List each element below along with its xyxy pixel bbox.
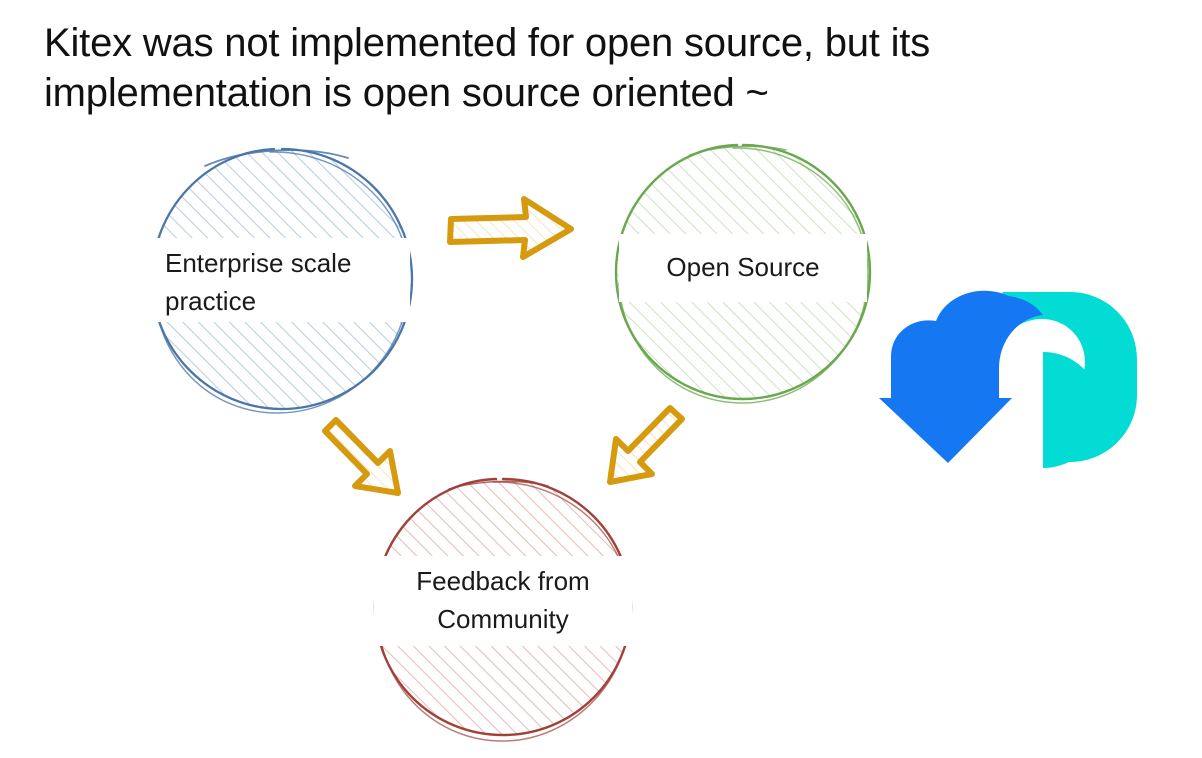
node-enterprise-outline-sketch xyxy=(153,151,410,414)
arrow-open-source-to-feedback-icon xyxy=(607,405,685,485)
node-label-enterprise-scale-practice: Enterprise scale practice xyxy=(148,238,410,322)
node-label-open-source: Open Source xyxy=(619,234,867,302)
node-label-feedback-from-community: Feedback from Community xyxy=(374,556,632,646)
node-open-source-outline-sketch xyxy=(618,147,869,404)
page-title: Kitex was not implemented for open sourc… xyxy=(44,21,931,115)
arrow-enterprise-to-open-source-icon xyxy=(447,196,574,260)
node-enterprise-outline-overshoot xyxy=(204,149,349,167)
node-feedback-outline xyxy=(373,477,633,737)
node-open-source-outline xyxy=(614,143,872,401)
arrow-down-left-shape xyxy=(607,405,685,485)
arrow-right-shape xyxy=(447,196,574,260)
node-feedback-outline-overshoot xyxy=(448,480,549,490)
logo-arrow-shape xyxy=(879,290,1043,463)
logo-cloud-lobe xyxy=(1043,352,1101,468)
arrow-feedback-to-enterprise-icon xyxy=(322,417,401,496)
cloud-arrow-logo xyxy=(879,290,1137,468)
node-open-source-outline-overshoot xyxy=(689,145,787,156)
node-feedback-outline-sketch xyxy=(377,481,631,742)
logo-cloud-shape xyxy=(997,292,1137,462)
node-enterprise-outline xyxy=(150,147,414,411)
arrow-up-left-shape xyxy=(322,417,401,496)
